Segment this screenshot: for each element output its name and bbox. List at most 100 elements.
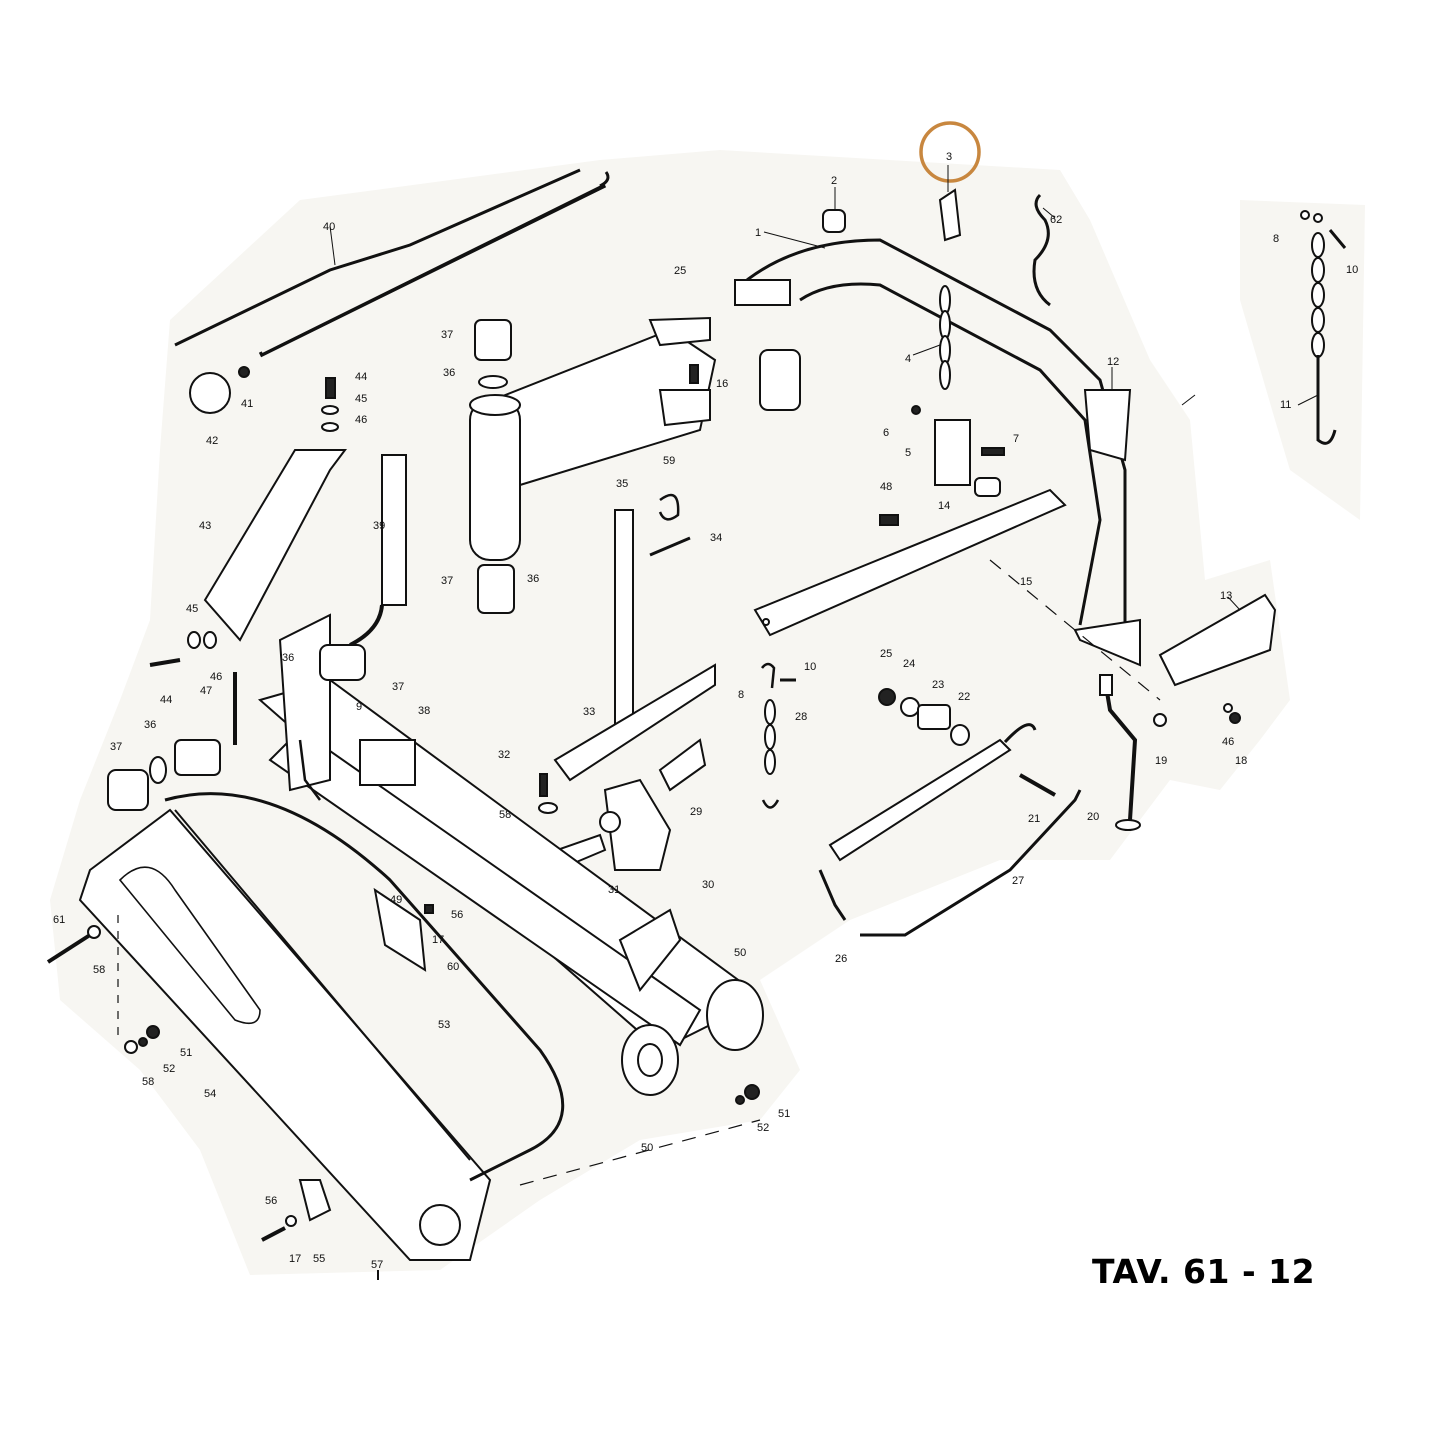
- part-label: 28: [795, 711, 807, 723]
- clip-19: [1153, 713, 1167, 727]
- part-label: 62: [1050, 214, 1062, 226]
- part-label: 40: [323, 221, 335, 233]
- part-label: 13: [1220, 590, 1232, 602]
- part-label: 30: [702, 879, 714, 891]
- assembly-dash-lines: [117, 559, 1161, 1186]
- chain-4: [939, 285, 951, 390]
- part-label: 50: [641, 1142, 653, 1154]
- part-label: 4: [905, 353, 911, 365]
- part-label: 53: [438, 1019, 450, 1031]
- part-label: 10: [1346, 264, 1358, 276]
- bushing-37-top: [474, 319, 512, 361]
- pin-2: [822, 209, 846, 233]
- part-label: 47: [200, 685, 212, 697]
- part-label: 42: [206, 435, 218, 447]
- nut-18: [1229, 712, 1241, 724]
- washer-45-top: [321, 405, 339, 415]
- part-label: 52: [163, 1063, 175, 1075]
- part-label: 17: [289, 1253, 301, 1265]
- chain-28: [761, 699, 780, 809]
- part-label: 51: [180, 1047, 192, 1059]
- part-label: 17: [432, 934, 444, 946]
- part-label: 57: [371, 1259, 383, 1271]
- part-label: 5: [905, 447, 911, 459]
- part-label: 39: [373, 520, 385, 532]
- part-label: 1: [755, 227, 761, 239]
- part-label: 44: [355, 371, 367, 383]
- part-label: 61: [53, 914, 65, 926]
- rod-40: [258, 171, 610, 358]
- part-label: 36: [144, 719, 156, 731]
- part-label: 22: [958, 691, 970, 703]
- part-label: 10: [804, 661, 816, 673]
- part-label: 24: [903, 658, 915, 670]
- crossbar-15: [753, 488, 1067, 637]
- part-label: 25: [674, 265, 686, 277]
- bolt-61: [46, 933, 92, 964]
- washer-46-top: [321, 422, 339, 432]
- frame-1: [733, 238, 1141, 667]
- washer-46-mid: [203, 631, 217, 649]
- clip-59: [658, 493, 680, 521]
- part-label: 45: [355, 393, 367, 405]
- part-label: 58: [499, 809, 511, 821]
- part-label: 43: [199, 520, 211, 532]
- part-label: 34: [710, 532, 722, 544]
- part-label: 46: [210, 671, 222, 683]
- part-label: 23: [932, 679, 944, 691]
- beam-35: [469, 316, 717, 561]
- bushing-37-left: [107, 769, 149, 811]
- part-label: 44: [160, 694, 172, 706]
- part-label: 37: [392, 681, 404, 693]
- post-33: [553, 509, 716, 782]
- part-label: 8: [738, 689, 744, 701]
- part-label: 14: [938, 500, 950, 512]
- tube-36-left: [174, 739, 221, 776]
- part-label: 21: [1028, 813, 1040, 825]
- frame-line: [174, 168, 581, 347]
- washer-58-lower: [124, 1040, 138, 1054]
- chain-inset: [1300, 210, 1347, 445]
- part-label: 37: [110, 741, 122, 753]
- highlight-ring: [919, 121, 981, 183]
- part-label: 25: [880, 648, 892, 660]
- part-label: 20: [1087, 811, 1099, 823]
- bolt-32: [539, 773, 548, 797]
- chain-case-54: [78, 808, 492, 1261]
- part-label: 36: [527, 573, 539, 585]
- part-label: 7: [1013, 433, 1019, 445]
- pipe-39: [349, 454, 407, 647]
- rod-20: [1099, 674, 1141, 831]
- bushing-37-bottom: [477, 564, 515, 614]
- part-labels: 1 2 3 4 5 6 7 8 10 11 12 13 14 15 16 17 …: [53, 151, 1358, 1271]
- part-label: 35: [616, 478, 628, 490]
- spring-assembly-22-25: [878, 688, 970, 746]
- part-label: 26: [835, 953, 847, 965]
- part-label: 8: [1273, 233, 1279, 245]
- part-label: 18: [1235, 755, 1247, 767]
- bracket-5: [934, 419, 971, 486]
- washer-58-center: [538, 802, 558, 814]
- bushing-14: [974, 477, 1001, 497]
- bolt-44-top: [325, 377, 336, 399]
- part-label: 52: [757, 1122, 769, 1134]
- plate-60: [373, 887, 427, 972]
- washer-36-top: [478, 375, 508, 389]
- part-label: 54: [204, 1088, 216, 1100]
- nut-51-left: [146, 1025, 160, 1039]
- part-label: 56: [265, 1195, 277, 1207]
- bracket-13: [1158, 593, 1277, 687]
- pulley-50: [618, 908, 764, 1096]
- washer-46-right: [1223, 703, 1233, 713]
- chain-53: [164, 792, 565, 1182]
- part-label: 36: [443, 367, 455, 379]
- part-label: 41: [241, 398, 253, 410]
- washer-52-left: [138, 1037, 148, 1047]
- part-label: 58: [142, 1076, 154, 1088]
- part-label: 15: [1020, 576, 1032, 588]
- washer-58-left: [87, 925, 101, 939]
- part-label: 11: [1280, 399, 1291, 411]
- sheet-code: TAV. 61 - 12: [1092, 1252, 1316, 1291]
- bracket-43: [203, 449, 347, 642]
